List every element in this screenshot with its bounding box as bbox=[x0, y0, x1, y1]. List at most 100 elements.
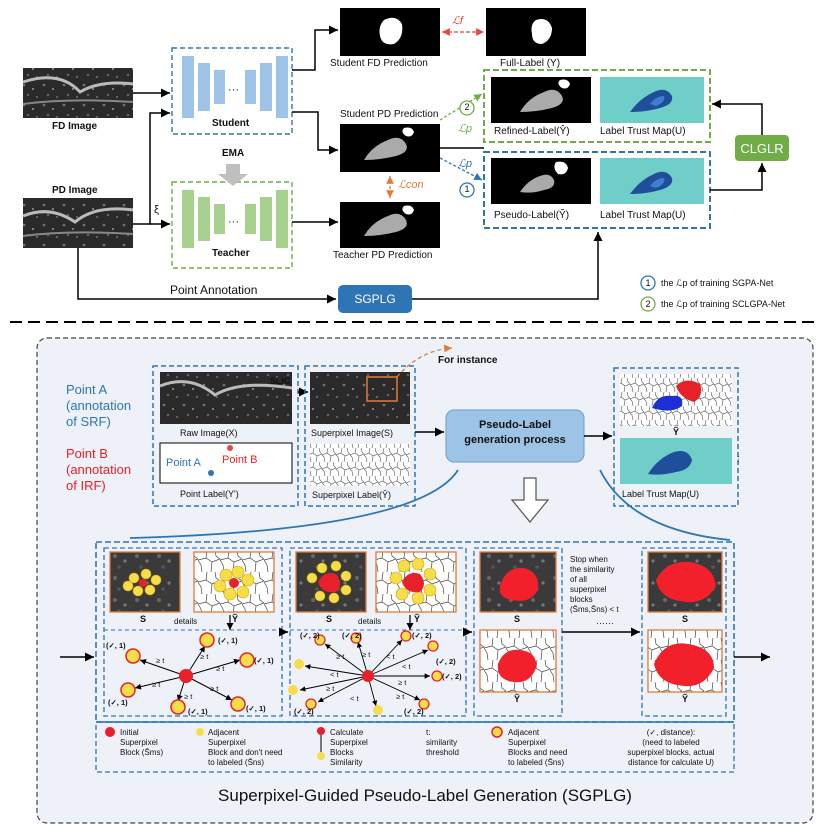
circle-1-label: 1 bbox=[464, 184, 470, 194]
loss-p-blue: ℒp bbox=[458, 158, 473, 170]
point-a-inner: Point A bbox=[166, 457, 201, 469]
s2-check-a: (✓, 2) bbox=[300, 631, 320, 640]
stage1-s: S bbox=[140, 614, 147, 624]
teacher-pd-label: Teacher PD Prediction bbox=[333, 250, 433, 261]
s2-lt-c: < t bbox=[330, 670, 339, 679]
refined-box bbox=[483, 69, 711, 143]
refined-label-label: Refined-Label(Ŷ) bbox=[494, 126, 570, 137]
legend-calculate: Calculate Superpixel Blocks Similarity bbox=[330, 728, 368, 767]
student-label: Student bbox=[212, 118, 250, 129]
pd-image bbox=[23, 198, 133, 248]
s1-ge-b: ≥ t bbox=[200, 652, 209, 661]
panel-title: Superpixel-Guided Pseudo-Label Generatio… bbox=[218, 786, 632, 805]
teacher-network bbox=[182, 190, 288, 248]
s2-check-c: (✓, 2) bbox=[412, 631, 432, 640]
s2-check-d: (✓, 2) bbox=[436, 657, 456, 666]
stop-dots: ······ bbox=[596, 618, 614, 628]
legend-initial: Initial Superpixel Block (S̄ms) bbox=[120, 728, 164, 757]
full-label-label: Full-Label (Y) bbox=[500, 58, 561, 69]
student-dots: ··· bbox=[228, 84, 239, 96]
stage2-s: S bbox=[326, 614, 333, 624]
s1-check-c: (✓, 1) bbox=[254, 656, 274, 665]
stop-text: Stop when the similarity of all superpix… bbox=[570, 555, 619, 614]
student-fd-label: Student FD Prediction bbox=[330, 58, 428, 69]
superpixel-label bbox=[310, 444, 410, 486]
xi-label: ξ bbox=[154, 204, 159, 216]
s2-ge-d: ≥ t bbox=[398, 678, 407, 687]
stage3-s: S bbox=[514, 614, 521, 624]
circle-2-label: 2 bbox=[464, 102, 470, 112]
point-b-inner: Point B bbox=[222, 454, 258, 466]
ema-arrow bbox=[218, 164, 248, 186]
s2-ge-a: ≥ t bbox=[336, 652, 345, 661]
y-tilde-label: Ỹ bbox=[672, 427, 679, 437]
circle-2 bbox=[459, 100, 475, 116]
s1-check-a: (✓, 1) bbox=[106, 641, 126, 650]
legend-circle-1: 1 bbox=[645, 278, 651, 288]
point-label-image bbox=[159, 442, 293, 484]
s2-lt-b: < t bbox=[402, 662, 411, 671]
loss-con: ℒcon bbox=[398, 179, 424, 191]
stage2-details: details bbox=[358, 617, 382, 626]
clglr-label: CLGLR bbox=[740, 141, 784, 156]
teacher-label: Teacher bbox=[212, 248, 250, 259]
s1-check-b: (✓, 1) bbox=[218, 636, 238, 645]
initial-block-2 bbox=[362, 670, 374, 682]
s1-ge-d: ≥ t bbox=[152, 680, 161, 689]
trust-map-1-label: Label Trust Map(U) bbox=[600, 126, 686, 137]
stage2-y: Ỹ bbox=[414, 614, 421, 624]
fd-image-label: FD Image bbox=[52, 121, 98, 132]
s1-ge-f: ≥ t bbox=[184, 692, 193, 701]
s1-ge-c: ≥ t bbox=[216, 664, 225, 673]
stage4-s: S bbox=[682, 614, 689, 624]
stage3-y: Ỹ bbox=[514, 694, 521, 704]
s2-lt-a: < t bbox=[386, 652, 395, 661]
s2-ge-c: ≥ t bbox=[326, 684, 335, 693]
stage1-y: Ỹ bbox=[232, 614, 239, 624]
clglr-box bbox=[735, 135, 789, 161]
s2-lt-d: < t bbox=[350, 694, 359, 703]
pd-image-label: PD Image bbox=[52, 185, 98, 196]
point-b-text: Point B (annotation of IRF) bbox=[66, 446, 132, 493]
superpixel-label-label: Superpixel Label(Ŷ) bbox=[312, 490, 392, 500]
legend-1-text: the ℒp of training SGPA-Net bbox=[661, 278, 774, 288]
fd-image bbox=[23, 68, 133, 118]
student-box bbox=[171, 47, 293, 135]
legend-adjacent-no: Adjacent Superpixel Block and don't need… bbox=[208, 728, 283, 767]
s2-check-f: (✓, 2) bbox=[294, 707, 314, 716]
loss-f: ℒf bbox=[452, 15, 463, 27]
s1-check-e: (✓, 1) bbox=[246, 704, 266, 713]
loss-p-green: ℒp bbox=[458, 123, 473, 135]
sgplg-label: SGPLG bbox=[354, 292, 396, 306]
legend-adjacent-yes: Adjacent Superpixel Blocks and need to l… bbox=[508, 728, 568, 767]
for-instance-label: For instance bbox=[438, 355, 498, 366]
raw-image-label: Raw Image(X) bbox=[180, 428, 238, 438]
pseudo-label-label: Pseudo-Label(Ỹ) bbox=[494, 210, 570, 221]
trust-map-2-label: Label Trust Map(U) bbox=[600, 210, 686, 221]
superpixel-image-label: Superpixel Image(S) bbox=[311, 428, 394, 438]
teacher-dots: ··· bbox=[228, 216, 239, 228]
legend-circle-2: 2 bbox=[645, 299, 651, 309]
point-a-text: Point A (annotation of SRF) bbox=[66, 382, 132, 429]
slic-label: SLIC bbox=[270, 376, 291, 386]
initial-block-1 bbox=[179, 669, 193, 683]
point-annotation-label: Point Annotation bbox=[170, 283, 258, 297]
output-dots: ··· bbox=[734, 455, 743, 463]
s1-ge-a: ≥ t bbox=[156, 656, 165, 665]
stage1-details: details bbox=[174, 617, 198, 626]
s2-check-b: (✓, 2) bbox=[342, 631, 362, 640]
s2-check-e: (✓, 2) bbox=[442, 672, 462, 681]
student-network bbox=[182, 56, 288, 118]
superpixel-image bbox=[310, 372, 410, 424]
legend-2-text: the ℒp of training SCLGPA-Net bbox=[661, 299, 785, 309]
stage4-y: Ỹ bbox=[682, 694, 689, 704]
down-arrow bbox=[510, 477, 550, 523]
sgplg-box bbox=[338, 285, 412, 313]
circle-1 bbox=[459, 182, 475, 198]
ema-label: EMA bbox=[222, 148, 245, 159]
s2-ge-e: ≥ t bbox=[396, 692, 405, 701]
s2-check-g: (✓, 2) bbox=[404, 707, 424, 716]
legend-distance: (✓, distance): (need to labeled superpix… bbox=[627, 728, 715, 767]
s1-ge-e: ≥ t bbox=[210, 684, 219, 693]
